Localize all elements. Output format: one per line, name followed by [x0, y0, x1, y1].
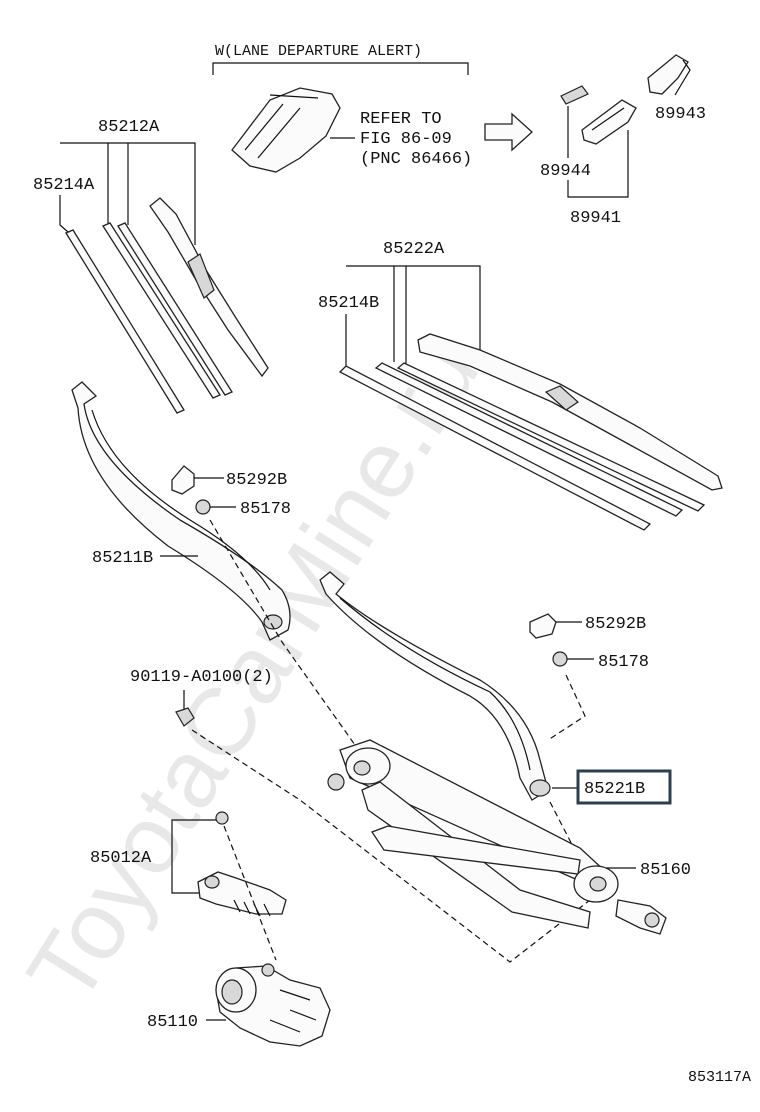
camera-housing-shape	[231, 87, 341, 173]
sensor-detail	[591, 107, 625, 131]
cap-85292B-left	[171, 465, 195, 495]
lane-departure-group: W(LANE DEPARTURE ALERT) REFER TO FIG 86-…	[212, 43, 706, 228]
link-85160-cross-rod	[371, 825, 581, 875]
motor-85110-can-end	[221, 979, 243, 1005]
leader-89941	[567, 130, 629, 198]
part-label-89941: 89941	[570, 209, 621, 228]
part-label-85214B: 85214B	[318, 294, 379, 313]
blade-85212A-clip	[187, 253, 215, 299]
dash-left-arm-to-pivot	[209, 519, 356, 746]
part-label-85012A: 85012A	[90, 849, 152, 868]
right-arm-group: 85292B 85178 85221B	[319, 571, 672, 861]
rubber-strip-85214A	[65, 229, 185, 414]
camera-housing-detail	[244, 94, 319, 159]
rail-right-2	[396, 362, 706, 512]
nut-85178-right	[552, 651, 568, 667]
dash-right-arm-to-pivot	[547, 674, 586, 861]
arm-85221B-detail	[339, 597, 531, 771]
leader-85214A	[59, 195, 69, 233]
crank-group: 85012A	[90, 811, 287, 961]
arm-85221B-pivot	[529, 779, 551, 797]
nut-85012A	[215, 811, 229, 825]
motor-group: 85110	[147, 963, 331, 1047]
nut-85178-left	[195, 499, 211, 515]
part-label-85178-right: 85178	[598, 653, 649, 672]
blade-85222A-clip	[544, 385, 579, 411]
link-85160-left-pivot-center	[353, 760, 371, 776]
part-label-85110: 85110	[147, 1013, 198, 1032]
highlight-box-85221B[interactable]	[576, 769, 672, 805]
part-label-90119: 90119-A0100(2)	[130, 668, 273, 687]
leader-89943	[674, 59, 691, 96]
dash-crank-to-motor	[223, 825, 277, 961]
motor-85110-shaft	[261, 963, 275, 977]
figure-id: 853117A	[688, 1069, 751, 1086]
arm-85211B-shape	[71, 381, 291, 641]
leader-85012A	[171, 819, 216, 894]
part-label-85212A: 85212A	[98, 118, 160, 137]
pad-89944-shape	[560, 85, 589, 105]
left-arm-group: 85211B 85292B 85178	[71, 381, 356, 746]
part-label-85214A: 85214A	[33, 176, 95, 195]
right-blade-group: 85222A 85214B	[318, 240, 723, 531]
part-label-85178-left: 85178	[240, 500, 291, 519]
bracket-89943-shape	[647, 54, 689, 95]
lane-departure-title: W(LANE DEPARTURE ALERT)	[215, 43, 422, 60]
part-label-85160: 85160	[640, 861, 691, 880]
lane-departure-bracket	[212, 62, 469, 75]
leader-85222A	[346, 265, 481, 364]
rail-right-1	[374, 362, 684, 517]
part-label-89944: 89944	[540, 162, 591, 181]
arm-85211B-detail	[91, 409, 271, 591]
rubber-strip-85214B	[338, 365, 652, 531]
leader-85212A	[60, 142, 196, 245]
cap-85292B-right	[529, 613, 557, 639]
part-label-85221B[interactable]: 85221B	[584, 780, 645, 799]
refer-text-line3: (PNC 86466)	[360, 150, 472, 169]
sensor-89941-shape	[581, 99, 637, 145]
crank-arm-85012A-shape	[197, 871, 287, 915]
link-85160-bushing	[327, 773, 345, 791]
link-group: 85160	[327, 739, 691, 935]
part-label-85222A: 85222A	[383, 240, 445, 259]
arrow-icon	[484, 112, 533, 152]
bolt-group: 90119-A0100(2)	[130, 668, 591, 963]
crank-arm-85012A-ball	[204, 875, 220, 889]
motor-85110-detail	[269, 989, 317, 1033]
blade-85222A-body	[417, 333, 723, 491]
bolt-90119-shape	[175, 707, 195, 727]
part-label-85292B-right: 85292B	[585, 615, 646, 634]
part-label-85292B-left: 85292B	[226, 471, 287, 490]
dash-bolt-to-link	[191, 729, 591, 963]
part-label-85211B: 85211B	[92, 549, 153, 568]
left-blade-group: 85212A 85214A	[33, 118, 269, 414]
part-label-89943: 89943	[655, 105, 706, 124]
refer-text-line1: REFER TO	[360, 110, 442, 129]
link-85160-crank-ball	[644, 912, 660, 928]
link-85160-right-pivot-center	[589, 876, 607, 892]
rail-left-1	[102, 222, 221, 399]
crank-arm-85012A-boot	[233, 899, 271, 917]
refer-text-line2: FIG 86-09	[360, 130, 452, 149]
rail-left-2	[117, 222, 233, 396]
